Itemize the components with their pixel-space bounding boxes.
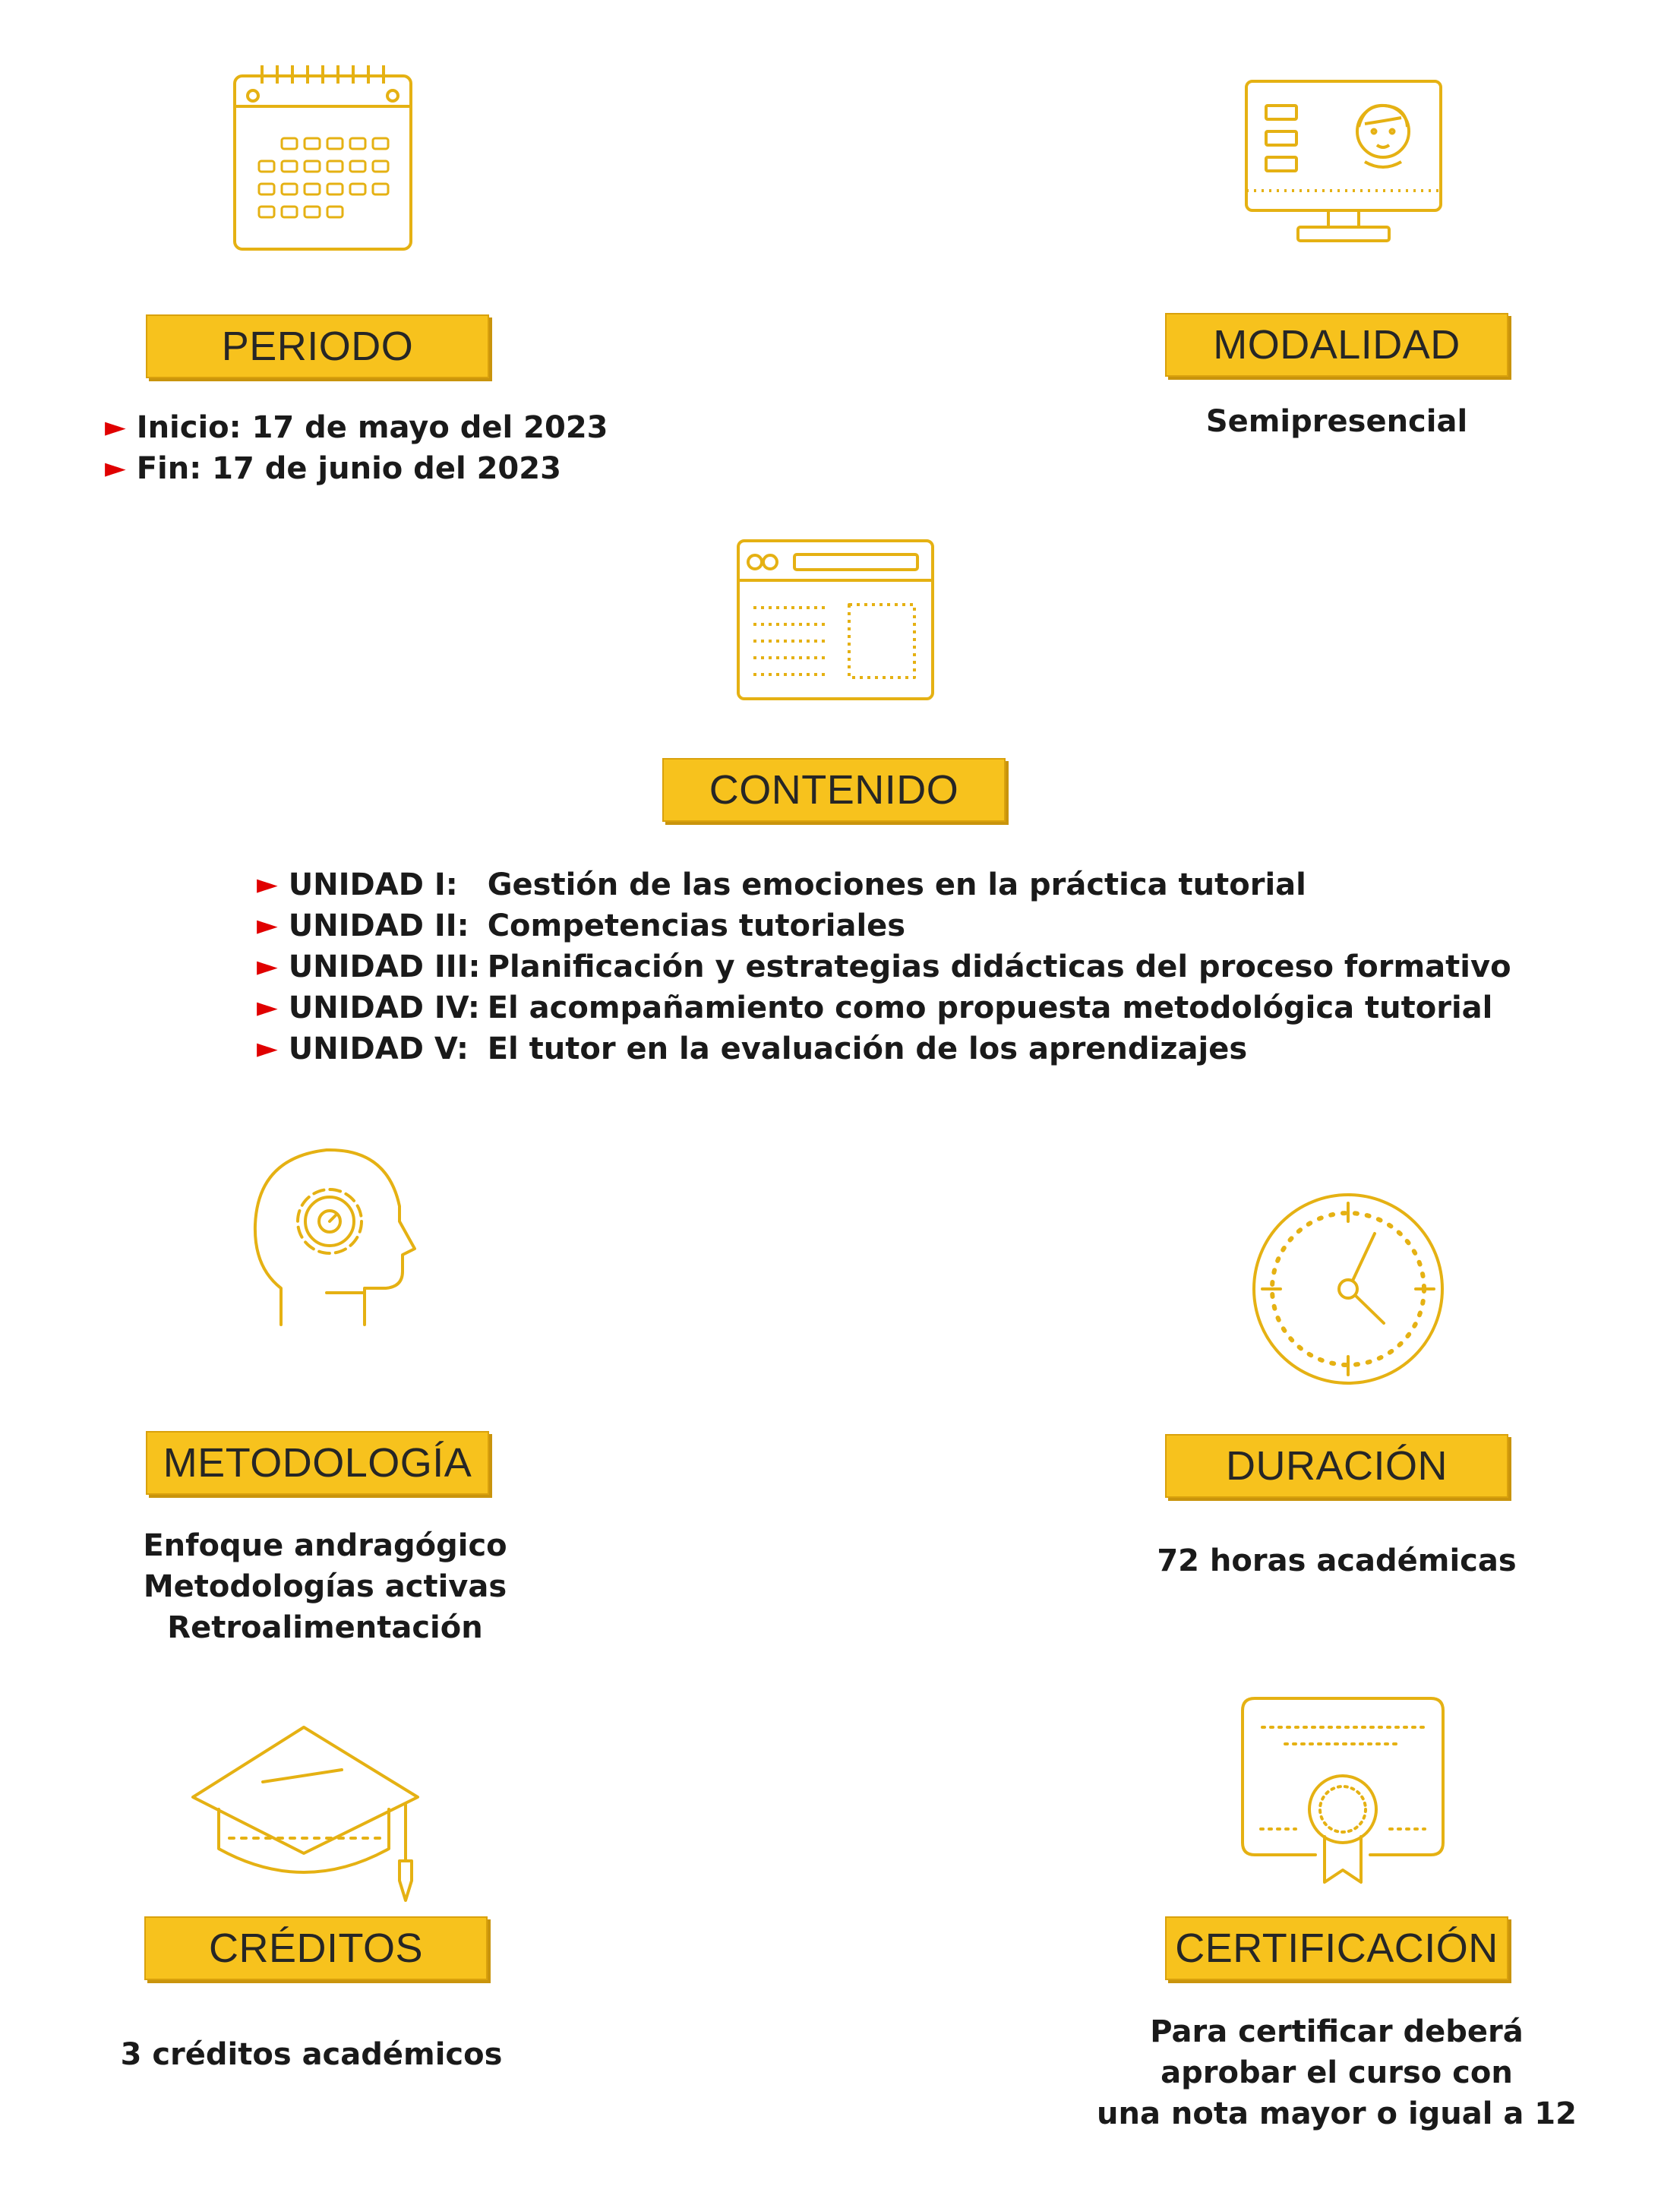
metodologia-label: METODOLOGÍA (146, 1431, 489, 1495)
method-line: Metodologías activas (143, 1569, 507, 1604)
list-item: ► UNIDAD II: Competencias tutoriales (257, 905, 1511, 946)
unit-title: Planificación y estrategias didácticas d… (487, 949, 1511, 984)
modalidad-label: MODALIDAD (1165, 313, 1508, 377)
periodo-label: PERIODO (146, 314, 489, 378)
certificate-icon (1239, 1695, 1446, 1885)
unit-title: El acompañamiento como propuesta metodol… (487, 990, 1493, 1025)
unit-code: UNIDAD II: (288, 908, 469, 943)
end-date: Fin: 17 de junio del 2023 (136, 451, 561, 486)
periodo-dates: ► Inicio: 17 de mayo del 2023 ► Fin: 17 … (105, 407, 608, 489)
list-item: ► Fin: 17 de junio del 2023 (105, 448, 608, 489)
bullet-arrow-icon: ► (257, 910, 278, 941)
unit-title: Gestión de las emociones en la práctica … (487, 867, 1306, 902)
bullet-arrow-icon: ► (105, 412, 126, 443)
unit-code: UNIDAD V: (288, 1031, 469, 1066)
bullet-arrow-icon: ► (257, 869, 278, 900)
unit-title: El tutor en la evaluación de los aprendi… (487, 1031, 1248, 1066)
clock-icon (1250, 1191, 1446, 1387)
bullet-arrow-icon: ► (257, 1033, 278, 1064)
creditos-value: 3 créditos académicos (120, 2037, 503, 2072)
cert-line: aprobar el curso con (1161, 2055, 1513, 2090)
unit-title: Competencias tutoriales (487, 908, 906, 943)
cert-line: una nota mayor o igual a 12 (1097, 2096, 1577, 2131)
list-item: ► UNIDAD III: Planificación y estrategia… (257, 946, 1511, 987)
head-gear-icon (251, 1145, 418, 1326)
unit-code: UNIDAD IV: (288, 990, 480, 1025)
contenido-units: ► UNIDAD I: Gestión de las emociones en … (257, 864, 1511, 1069)
method-line: Retroalimentación (167, 1610, 483, 1645)
creditos-label: CRÉDITOS (144, 1916, 488, 1980)
certificacion-label: CERTIFICACIÓN (1165, 1916, 1508, 1980)
list-item: ► UNIDAD I: Gestión de las emociones en … (257, 864, 1511, 905)
modalidad-value: Semipresencial (1205, 404, 1468, 439)
bullet-arrow-icon: ► (257, 951, 278, 982)
list-item: ► Inicio: 17 de mayo del 2023 (105, 407, 608, 448)
list-item: ► UNIDAD IV: El acompañamiento como prop… (257, 987, 1511, 1028)
bullet-arrow-icon: ► (257, 992, 278, 1023)
method-line: Enfoque andragógico (143, 1528, 507, 1563)
unit-code: UNIDAD I: (288, 867, 458, 902)
unit-code: UNIDAD III: (288, 949, 481, 984)
duracion-label: DURACIÓN (1165, 1434, 1508, 1498)
start-date: Inicio: 17 de mayo del 2023 (136, 410, 608, 445)
graduation-cap-icon (190, 1724, 421, 1903)
duracion-value: 72 horas académicas (1157, 1543, 1517, 1578)
certificacion-lines: Para certificar deberá aprobar el curso … (1078, 2011, 1595, 2134)
calendar-icon (232, 62, 414, 252)
list-item: ► UNIDAD V: El tutor en la evaluación de… (257, 1028, 1511, 1069)
contenido-label: CONTENIDO (662, 758, 1006, 822)
bullet-arrow-icon: ► (105, 453, 126, 484)
metodologia-lines: Enfoque andragógico Metodologías activas… (112, 1525, 538, 1648)
cert-line: Para certificar deberá (1150, 2014, 1524, 2049)
monitor-user-icon (1243, 78, 1444, 245)
browser-window-icon (735, 538, 936, 702)
